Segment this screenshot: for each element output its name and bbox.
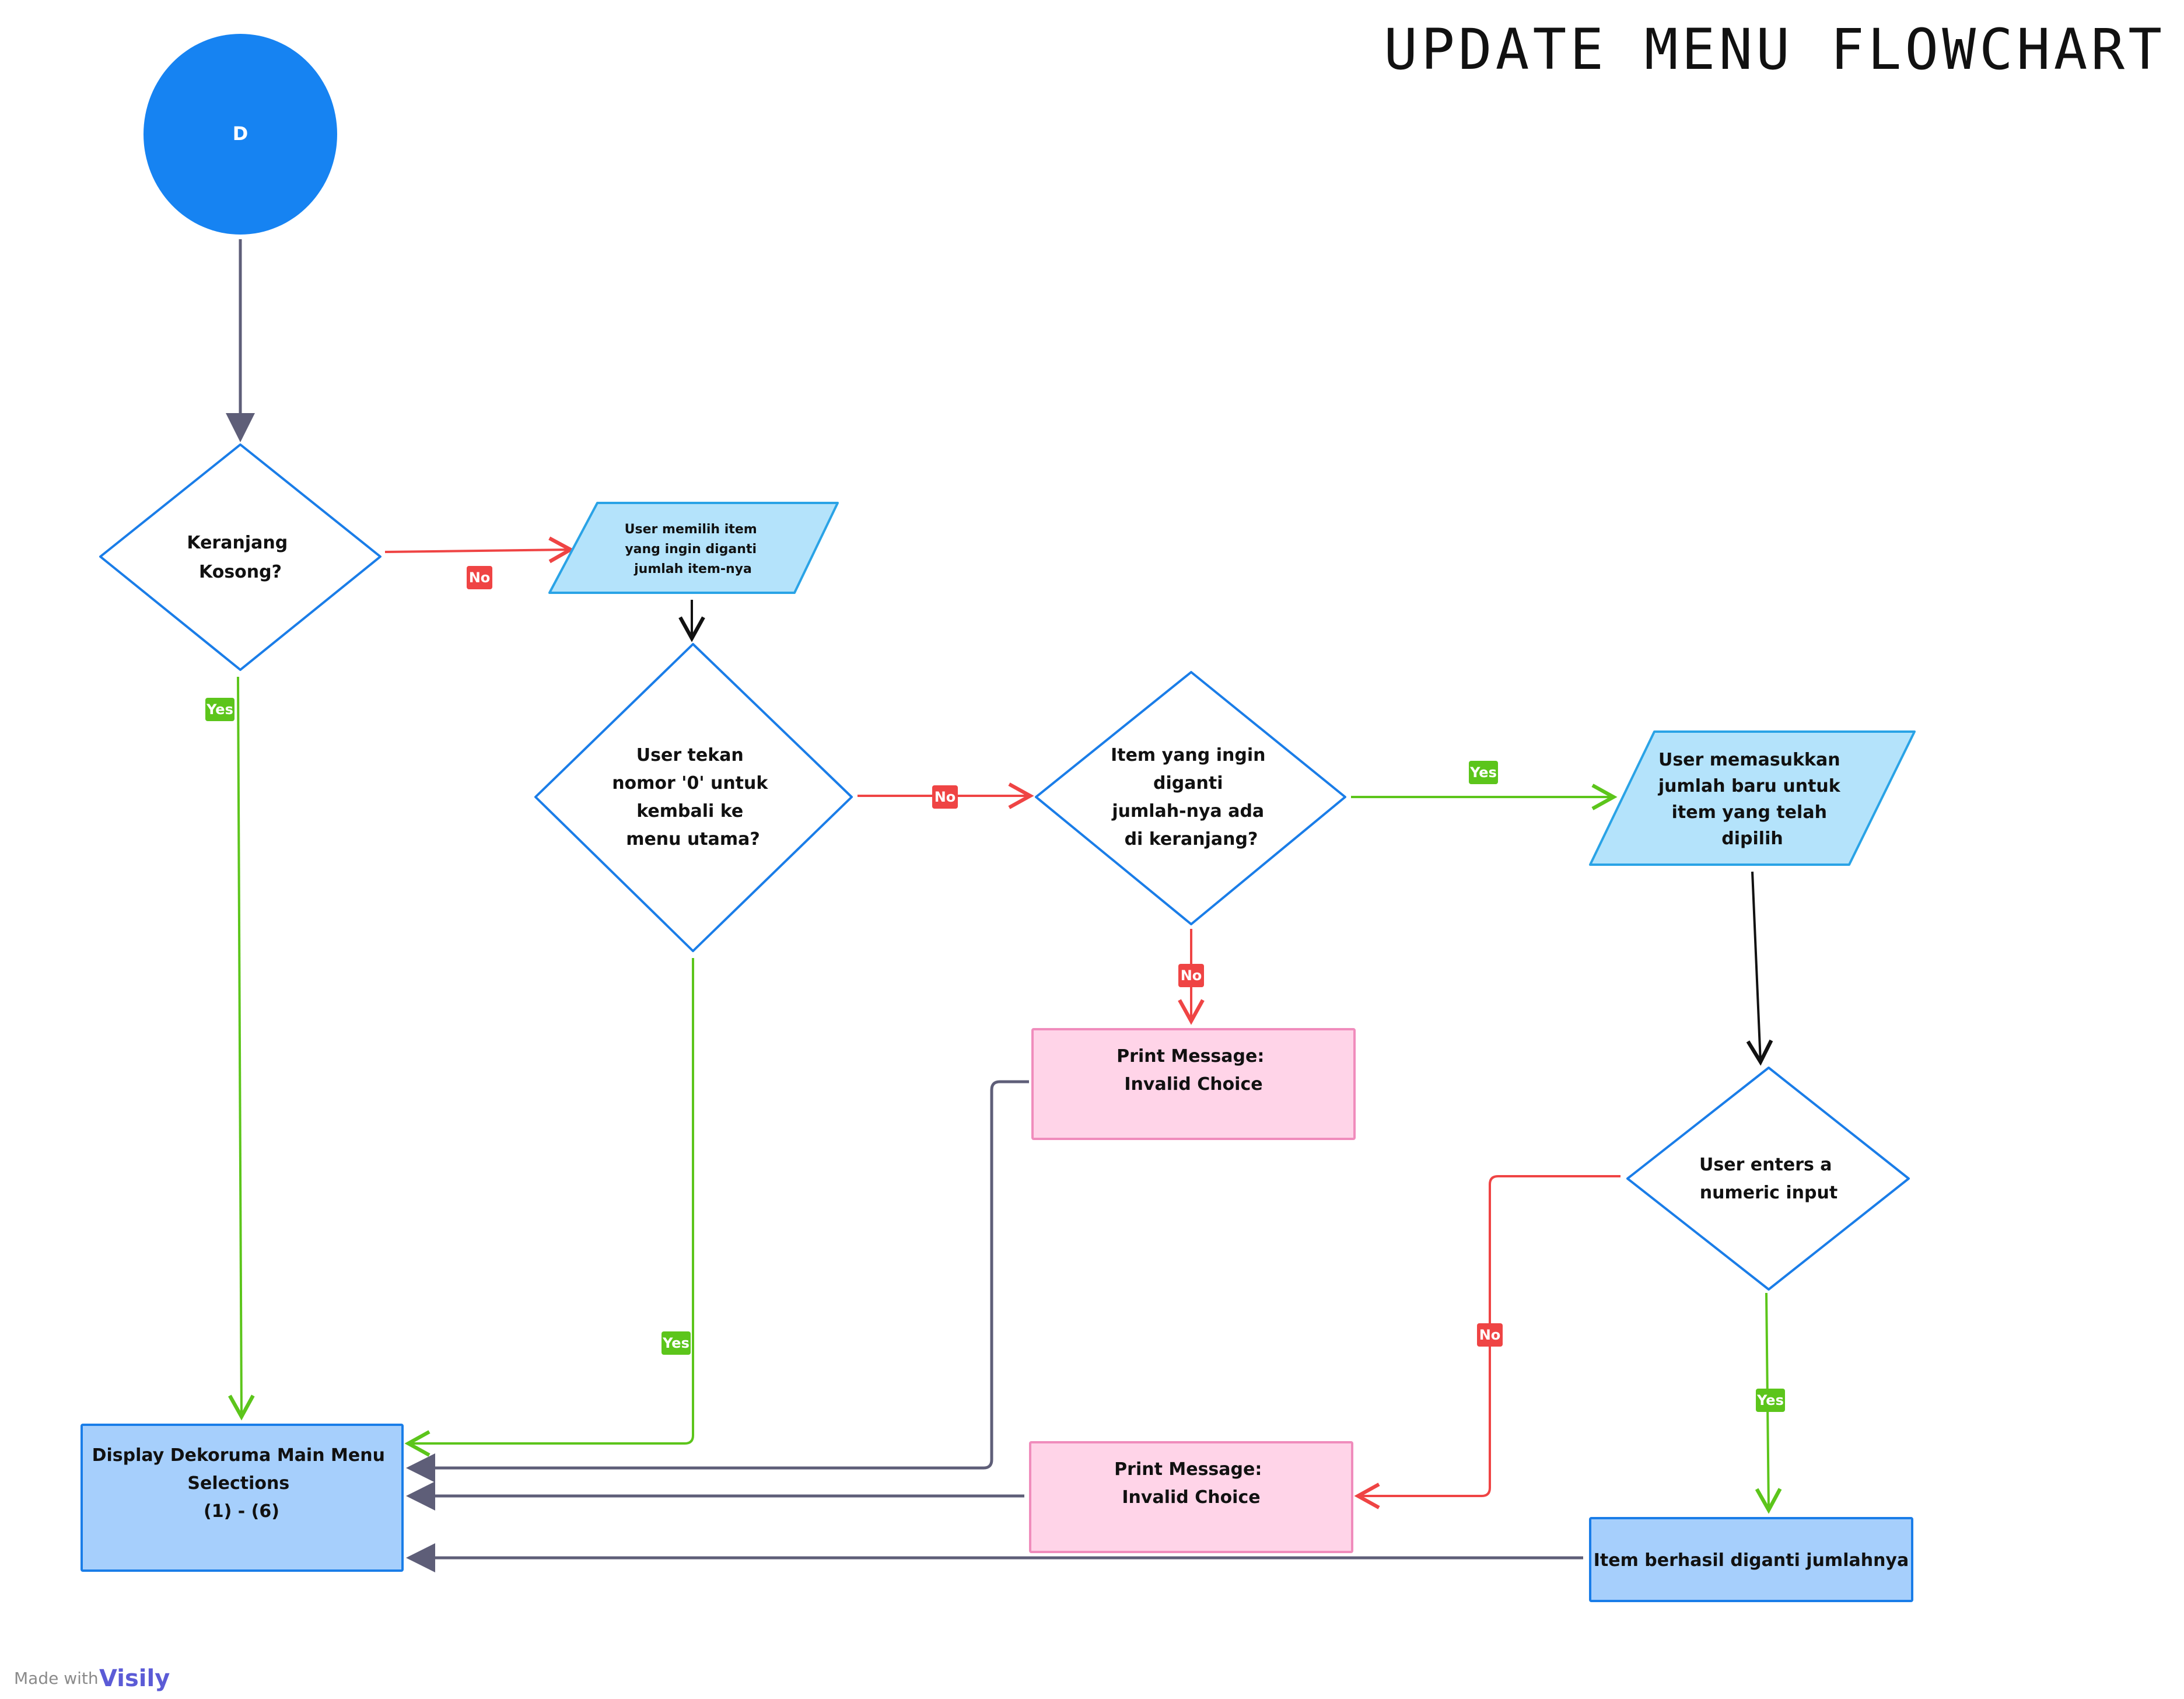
edge-label-no-text: No	[935, 789, 956, 805]
svg-text:User memilih item yang i: User memilih item yang ingin diganti jum…	[625, 522, 762, 576]
start-node-label: D	[233, 123, 249, 145]
svg-text:Display Dekoruma Main Menu: Display Dekoruma Main Menu Selections (1…	[92, 1445, 391, 1522]
decision-tekan-line-4: menu utama?	[626, 829, 760, 850]
svg-text:Item berhasil diganti jumlahny: Item berhasil diganti jumlahnya	[1594, 1550, 1909, 1571]
decision-item-line-2: diganti	[1153, 773, 1223, 793]
invalid2-line-1: Print Message:	[1114, 1459, 1262, 1480]
decision-keranjang-line-1: Keranjang	[187, 533, 288, 553]
decision-item-line-4: di keranjang?	[1125, 829, 1258, 850]
main-menu-line-1: Display Dekoruma Main Menu	[92, 1445, 385, 1466]
main-menu-line-2: Selections	[187, 1473, 289, 1494]
svg-text:User memasukkan jumlah b: User memasukkan jumlah baru untuk item y…	[1658, 750, 1846, 849]
start-node[interactable]: D	[144, 34, 337, 235]
edge-label-no-text: No	[469, 569, 491, 586]
edge-label-yes-text: Yes	[1756, 1392, 1784, 1408]
decision-numeric-line-1: User enters a	[1699, 1155, 1832, 1175]
svg-text:Print Message: Invalid C: Print Message: Invalid Choice	[1116, 1046, 1270, 1095]
edge-label-yes: Yes	[1756, 1389, 1785, 1412]
edge-label-yes: Yes	[662, 1331, 691, 1355]
edge-label-yes: Yes	[205, 698, 235, 721]
footer-brand[interactable]: Visily	[99, 1665, 170, 1692]
decision-item-line-1: Item yang ingin	[1111, 745, 1265, 765]
decision-item-line-3: jumlah-nya ada	[1111, 801, 1264, 821]
edge-label-no: No	[932, 785, 958, 809]
connector-tekan-yes	[404, 958, 694, 1457]
input-masukkan-line-3: item yang telah	[1672, 802, 1827, 823]
input-masukkan-line-1: User memasukkan	[1658, 750, 1840, 770]
brand-logo-text: Visily	[99, 1665, 170, 1692]
connector-invalid1-to-menu	[406, 1080, 1029, 1483]
svg-text:User tekan nomor '0' unt: User tekan nomor '0' untuk kembali ke me…	[612, 745, 774, 850]
process-main-menu[interactable]: Display Dekoruma Main Menu Selections (1…	[80, 1424, 404, 1572]
edge-label-no: No	[1477, 1323, 1503, 1347]
invalid2-line-2: Invalid Choice	[1122, 1487, 1260, 1508]
decision-keranjang-kosong[interactable]: Keranjang Kosong?	[99, 443, 382, 671]
svg-text:Item yang ingin diganti: Item yang ingin diganti jumlah-nya ada d…	[1111, 745, 1272, 850]
input-pilih-line-2: yang ingin diganti	[625, 542, 757, 557]
decision-tekan-line-3: kembali ke	[636, 801, 743, 821]
connector-keranjang-no	[384, 536, 575, 564]
decision-item-ada[interactable]: Item yang ingin diganti jumlah-nya ada d…	[1035, 671, 1346, 925]
invalid1-line-1: Print Message:	[1116, 1046, 1264, 1067]
edge-label-no: No	[1178, 964, 1204, 987]
footer-made-with: Made with	[14, 1669, 99, 1688]
input-pilih-item[interactable]: User memilih item yang ingin diganti jum…	[548, 502, 839, 594]
invalid1-line-2: Invalid Choice	[1124, 1074, 1262, 1095]
input-masukkan-line-4: dipilih	[1721, 828, 1783, 849]
svg-text:Print Message: Invalid C: Print Message: Invalid Choice	[1114, 1459, 1268, 1508]
edge-label-yes-text: Yes	[206, 701, 233, 718]
page-title: UPDATE MENU FLOWCHART	[1384, 17, 2165, 82]
edge-label-no-text: No	[1181, 967, 1202, 984]
main-menu-line-3: (1) - (6)	[204, 1501, 279, 1522]
decision-tekan-nol[interactable]: User tekan nomor '0' untuk kembali ke me…	[534, 643, 853, 952]
process-invalid-choice-2[interactable]: Print Message: Invalid Choice	[1029, 1441, 1353, 1553]
decision-tekan-line-2: nomor '0' untuk	[612, 773, 768, 793]
svg-text:User enters a numeric in: User enters a numeric input	[1699, 1155, 1838, 1203]
input-pilih-line-3: jumlah item-nya	[634, 562, 752, 576]
edge-label-yes-text: Yes	[1469, 764, 1497, 781]
decision-tekan-line-1: User tekan	[636, 745, 744, 765]
edge-label-yes-text: Yes	[662, 1335, 690, 1351]
process-invalid-choice-1[interactable]: Print Message: Invalid Choice	[1031, 1028, 1356, 1140]
edge-label-no: No	[467, 566, 492, 589]
process-berhasil[interactable]: Item berhasil diganti jumlahnya	[1589, 1517, 1913, 1602]
berhasil-line-1: Item berhasil diganti jumlahnya	[1594, 1550, 1909, 1571]
input-masukkan-jumlah[interactable]: User memasukkan jumlah baru untuk item y…	[1589, 730, 1916, 866]
input-pilih-line-1: User memilih item	[625, 522, 757, 537]
edge-label-no-text: No	[1479, 1327, 1501, 1343]
edge-label-yes: Yes	[1469, 761, 1498, 784]
svg-text:Keranjang Kosong?: Keranjang Kosong?	[187, 533, 293, 582]
input-masukkan-line-2: jumlah baru untuk	[1658, 776, 1841, 796]
connector-masukkan-to-numeric	[1746, 871, 1773, 1066]
decision-numeric-input[interactable]: User enters a numeric input	[1626, 1067, 1910, 1291]
connector-keranjang-yes	[228, 676, 255, 1421]
decision-numeric-line-2: numeric input	[1700, 1183, 1838, 1203]
decision-keranjang-line-2: Kosong?	[199, 562, 282, 582]
